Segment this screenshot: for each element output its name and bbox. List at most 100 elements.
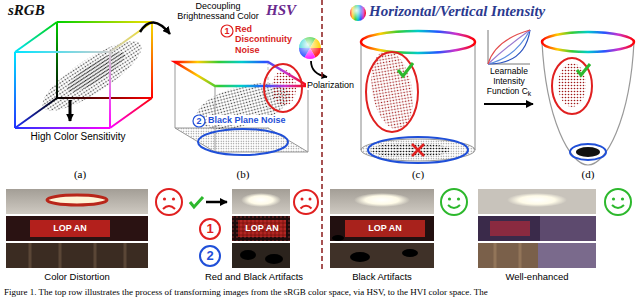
- hvi-bowl-part: [552, 58, 592, 114]
- photo-strip-part: [354, 193, 410, 207]
- note: High Color Sensitivity: [30, 131, 125, 142]
- happy-face-part: [612, 205, 624, 208]
- panel-label: (c): [412, 168, 424, 180]
- intensity-curves-part: [488, 30, 530, 64]
- hvi-cylinder-part: [475, 42, 476, 150]
- photo-strip-part: [330, 189, 434, 214]
- photo-strip-part: [332, 235, 344, 241]
- space-name-box: sRGB: [8, 2, 45, 19]
- column-label-box: Red and Black Artifacts: [188, 272, 320, 283]
- rgb-cube-part: [15, 127, 110, 129]
- callout-number-box: 1: [200, 219, 220, 239]
- happy-face-part: [605, 189, 631, 215]
- rgb-cube-part: [110, 98, 152, 128]
- hvi-cylinder-part: [366, 52, 418, 132]
- hsv-space-part: [198, 129, 288, 155]
- photo-strip-part: [232, 243, 290, 268]
- photo-strip: [6, 189, 596, 268]
- step-arrow: [311, 61, 327, 77]
- happy-face-part: [612, 197, 615, 200]
- rgb-cube-part: [56, 22, 58, 98]
- photo-strip-part: [478, 216, 596, 241]
- rgb-cube-part: [63, 46, 130, 98]
- hsv-space-part: [175, 62, 176, 128]
- space-name-box: HSV: [266, 2, 296, 19]
- photo-strip-part: [30, 243, 125, 268]
- callout-number-box: 2: [193, 115, 205, 127]
- step-label-box: Decoupling Brightnessand Color: [172, 1, 264, 22]
- subscript: k: [528, 90, 531, 97]
- noise-note: Black Plane Noise: [207, 115, 287, 125]
- noise-note: Red Discontinuity Noise: [235, 24, 292, 55]
- rgb-cube-part: [14, 52, 16, 128]
- hsv-space-part: [264, 64, 302, 112]
- photo-strip-part: [47, 195, 107, 205]
- hvi-cylinder-part: [398, 63, 413, 76]
- rgb-cube-part: [57, 97, 152, 99]
- panel-label-box: (a): [65, 168, 95, 180]
- callout-circle: [200, 219, 220, 239]
- hvi-bowl-part: [542, 32, 634, 52]
- photo-strip-part: [538, 243, 596, 268]
- photo-strip-part: [507, 193, 567, 207]
- sad-face: [156, 189, 182, 215]
- panel-label: (a): [74, 168, 86, 180]
- step-label: Polarization: [306, 80, 355, 90]
- photo-strip-part: [232, 189, 290, 214]
- caption-box: Figure 1. The top row illustrates the pr…: [4, 287, 636, 297]
- sign-text: LOP AN: [53, 223, 87, 233]
- sign-text: LOP AN: [245, 223, 279, 233]
- callout-number: 2: [196, 116, 201, 126]
- space-name: sRGB: [8, 2, 45, 18]
- photo-strip-part: [265, 254, 283, 264]
- happy-face-part: [448, 205, 460, 208]
- callout-number: 2: [206, 248, 213, 263]
- hsv-space: [175, 25, 308, 155]
- hvi-icon-part: [350, 5, 366, 21]
- sign-text: LOP AN: [368, 223, 402, 233]
- hvi-cylinder-part: [365, 47, 418, 133]
- photo-strip-part: [478, 243, 538, 268]
- sad-face-part: [301, 198, 304, 201]
- column-label: Black Artifacts: [352, 271, 412, 282]
- photo-strip-part: [402, 249, 418, 257]
- sad-face-part: [294, 190, 318, 214]
- photo-strip-part: [240, 250, 256, 260]
- panel-label-box: (b): [228, 168, 258, 180]
- photo-strip-part: [232, 216, 290, 241]
- intensity-curves-part: [488, 30, 530, 64]
- sad-face: [294, 190, 318, 214]
- step-label-box: Learnable Intensity Function Ck: [481, 67, 537, 96]
- hvi-cylinder-part: [370, 143, 450, 157]
- column-label: Red and Black Artifacts: [205, 271, 303, 282]
- photo-strip-part: [478, 189, 596, 214]
- happy-face-part: [448, 197, 451, 200]
- hvi-cylinder-part: [412, 144, 424, 156]
- sign-text-box: LOP AN: [238, 220, 286, 237]
- panel-label-box: (c): [403, 168, 433, 180]
- step-arrow: [484, 103, 533, 105]
- note-box: High Color Sensitivity: [23, 131, 133, 143]
- photo-strip-part: [330, 216, 434, 241]
- panel-label: (d): [582, 168, 595, 180]
- photo-strip-part: [6, 189, 148, 214]
- hvi-bowl-part: [576, 147, 600, 157]
- photo-strip-part: [350, 252, 370, 262]
- photo-strip-part: [330, 243, 434, 268]
- sad-face-part: [301, 206, 312, 209]
- photo-strip-part: [495, 243, 520, 268]
- rgb-cube-part: [34, 30, 150, 122]
- hvi-cylinder-part: [361, 42, 362, 150]
- photo-strip-part: [30, 220, 110, 237]
- happy-face-part: [457, 197, 460, 200]
- photo-strip-part: [241, 193, 281, 207]
- space-name: HSV: [266, 2, 296, 18]
- rgb-cube-part: [15, 98, 57, 128]
- sign-text-box: LOP AN: [30, 220, 110, 237]
- hsv-space-part: [221, 25, 233, 37]
- hvi-icon-part: [350, 5, 366, 21]
- caption: Figure 1. The top row illustrates the pr…: [4, 287, 488, 297]
- sad-face-part: [163, 197, 166, 200]
